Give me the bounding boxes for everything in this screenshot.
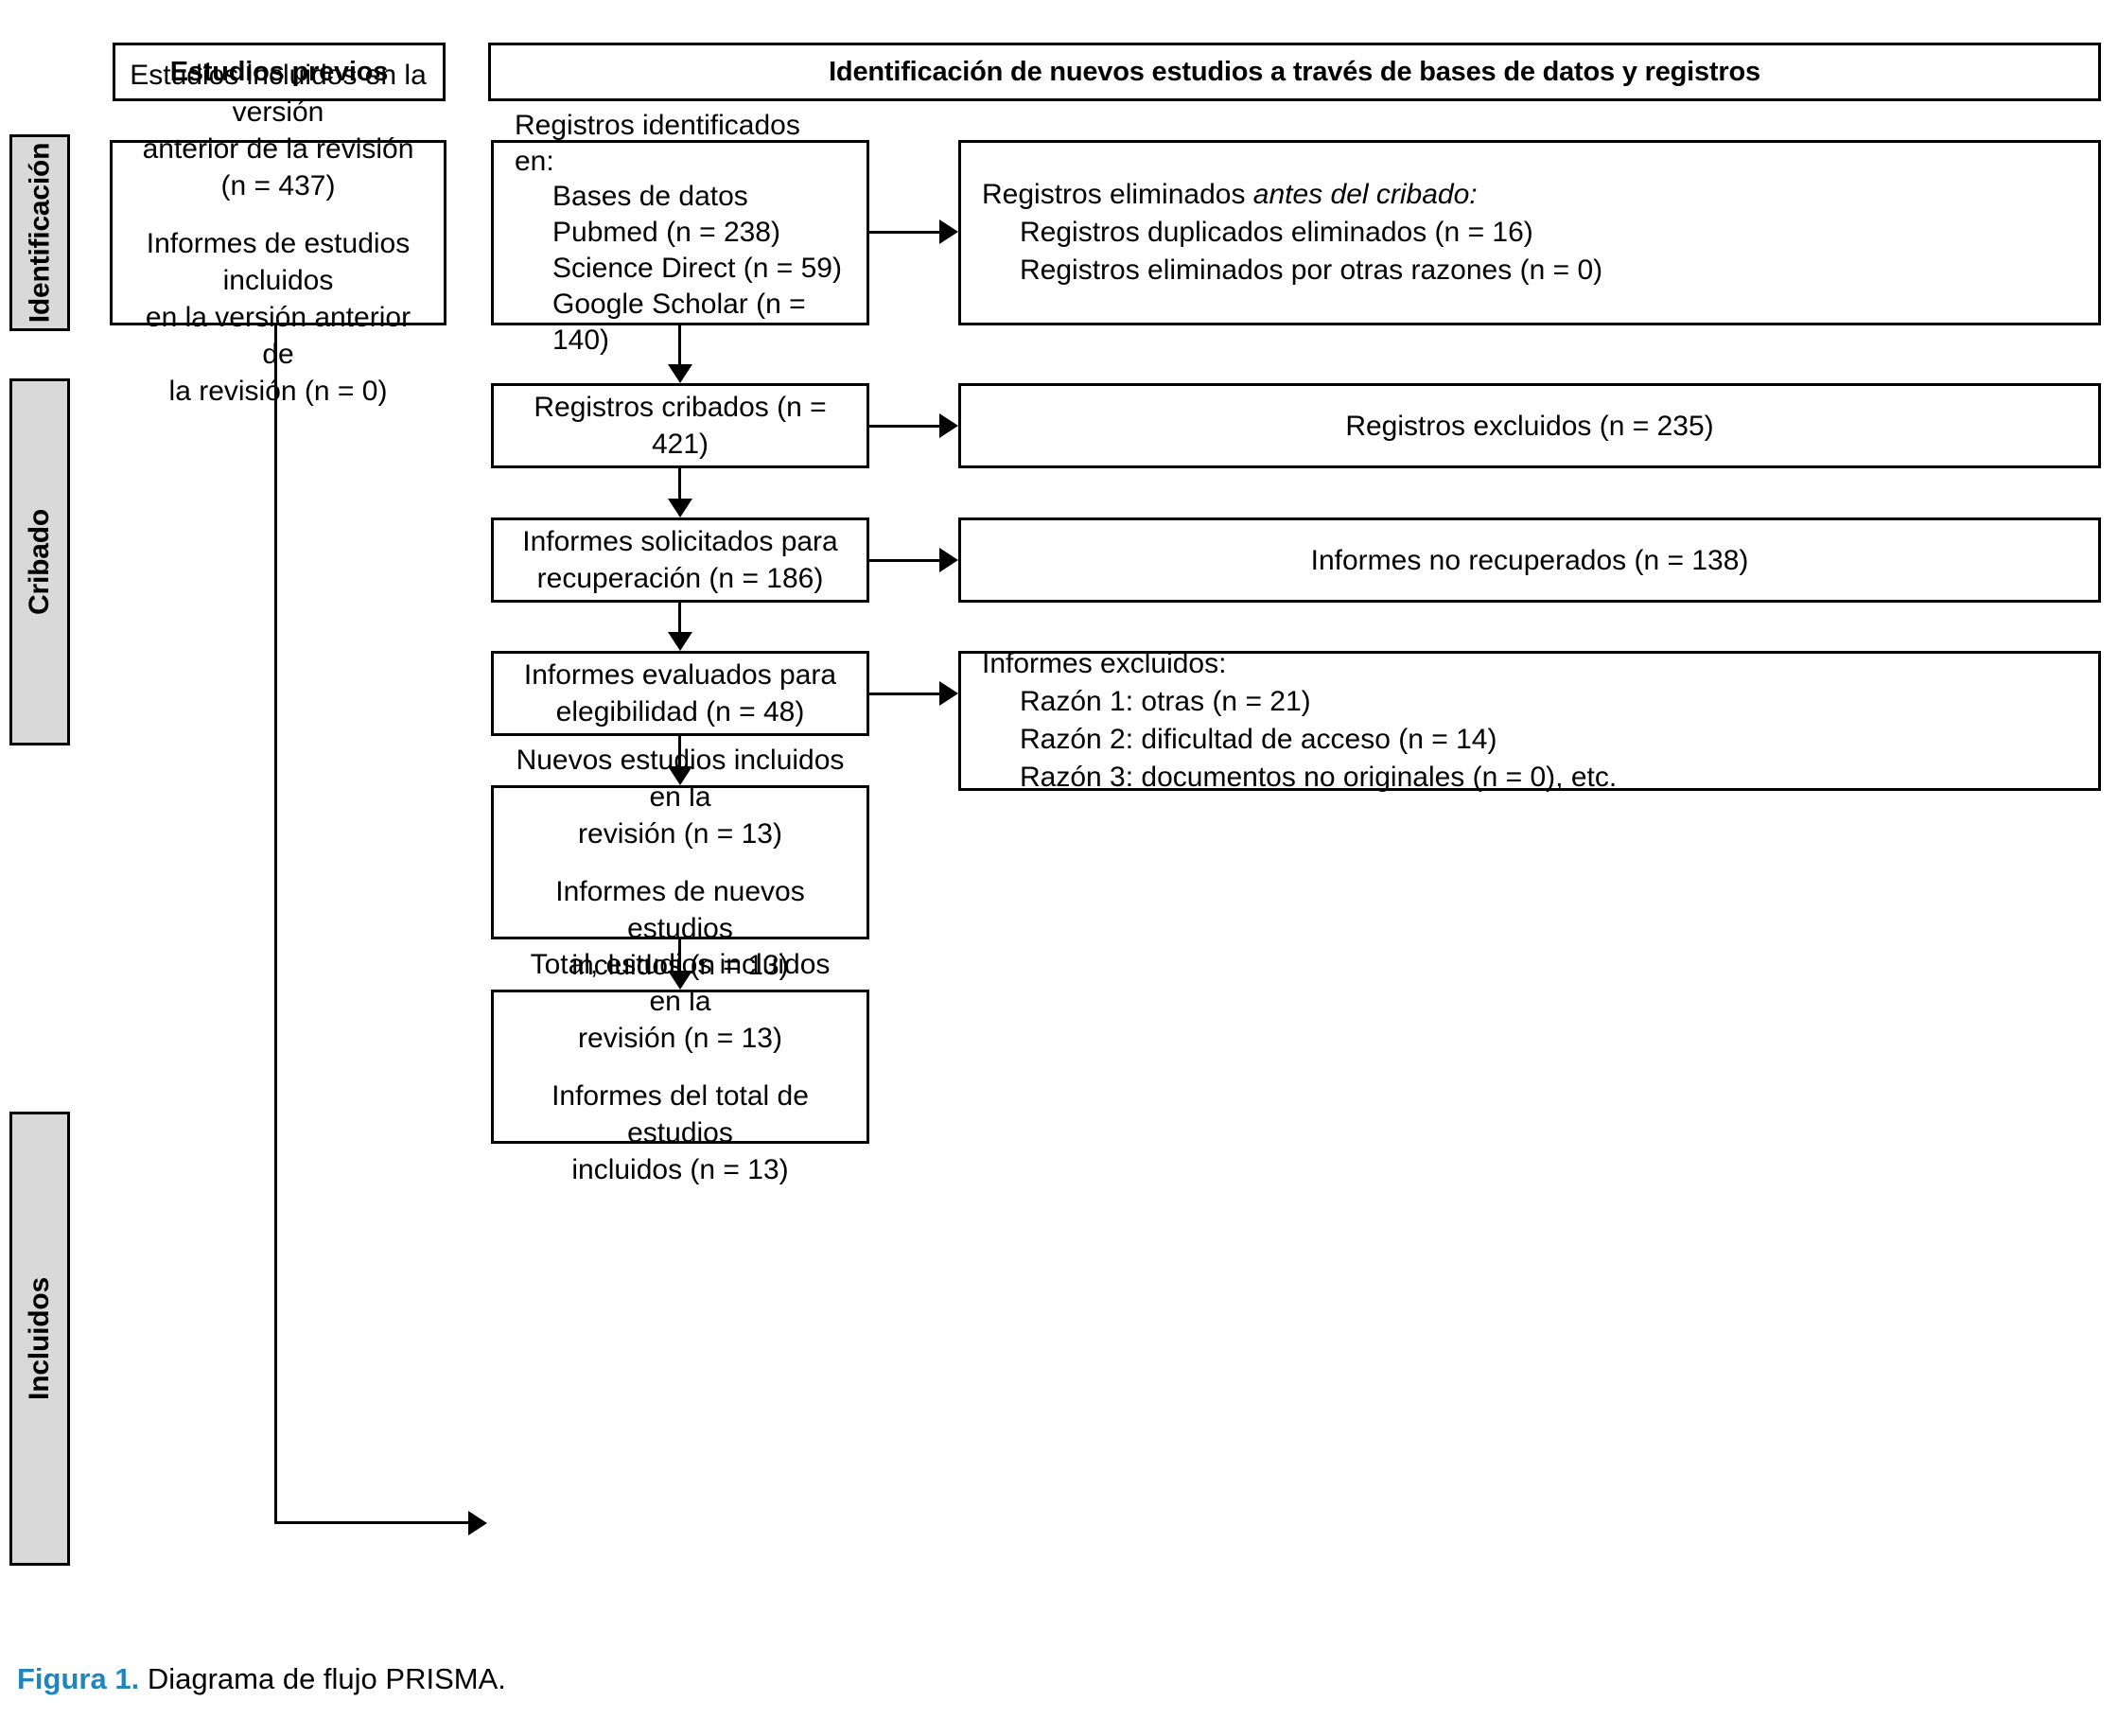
arrowhead-sought-to-assessed: [668, 632, 692, 651]
records-removed-item-2: Registros eliminados por otras razones (…: [1020, 254, 1603, 287]
box-records-excluded: Registros excluidos (n = 235): [958, 383, 2101, 468]
stage-label-identificacion: Identificación: [24, 142, 55, 324]
reports-excluded-item-1: Razón 1: otras (n = 21): [1020, 685, 1311, 717]
connector-sought-to-not-retrieved: [869, 559, 939, 562]
connector-assessed-to-reports-excluded: [869, 693, 939, 695]
stage-bar-identificacion: Identificación: [9, 134, 70, 331]
connector-previous-to-total-horizontal: [274, 1521, 468, 1524]
stage-label-incluidos: Incluidos: [24, 1277, 55, 1400]
box-reports-sought: Informes solicitados para recuperación (…: [491, 517, 869, 603]
connector-sought-to-assessed: [678, 603, 681, 632]
box-new-studies-included: Nuevos estudios incluidos en la revisión…: [491, 745, 869, 981]
box-reports-excluded: Informes excluidos: Razón 1: otras (n = …: [958, 647, 2101, 793]
arrowhead-sought-to-not-retrieved: [939, 548, 958, 572]
records-screened-label: Registros cribados (n = 421): [534, 392, 827, 460]
arrowhead-new-studies-to-total: [668, 971, 692, 990]
arrowhead-identified-to-removed: [939, 219, 958, 244]
box-records-identified: Registros identificados en: Bases de dat…: [491, 110, 869, 356]
header-new-studies: Identificación de nuevos estudios a trav…: [488, 43, 2101, 101]
stage-bar-cribado: Cribado: [9, 378, 70, 745]
box-reports-not-retrieved: Informes no recuperados (n = 138): [958, 517, 2101, 603]
header-previous-studies: Estudios previos: [113, 43, 446, 101]
box-records-screened: Registros cribados (n = 421): [491, 383, 869, 468]
previous-included-block-1: Estudios incluidos en la versión anterio…: [130, 59, 427, 202]
box-reports-assessed: Informes evaluados para elegibilidad (n …: [491, 651, 869, 736]
figure-caption-text: Diagrama de flujo PRISMA.: [147, 1662, 506, 1695]
stage-bar-incluidos: Incluidos: [9, 1112, 70, 1566]
records-identified-item-3: Science Direct (n = 59): [552, 252, 842, 284]
records-removed-title: Registros eliminados antes del cribado:: [982, 178, 1478, 210]
records-identified-item-4: Google Scholar (n = 140): [552, 288, 806, 356]
figure-number: Figura 1.: [17, 1662, 140, 1695]
connector-previous-to-total-vertical: [274, 325, 277, 1524]
previous-included-block-2: Informes de estudios incluidos en la ver…: [145, 227, 411, 407]
connector-identified-to-removed: [869, 231, 939, 234]
box-previous-studies-included: Estudios incluidos en la versión anterio…: [110, 60, 446, 407]
reports-not-retrieved-label: Informes no recuperados (n = 138): [1310, 544, 1749, 576]
reports-excluded-item-2: Razón 2: dificultad de acceso (n = 14): [1020, 724, 1497, 755]
connector-screened-to-sought: [678, 468, 681, 499]
arrowhead-assessed-to-new-studies: [668, 766, 692, 785]
header-previous-studies-label: Estudios previos: [169, 56, 389, 87]
arrowhead-previous-to-total: [468, 1511, 487, 1535]
arrowhead-screened-to-sought: [668, 499, 692, 517]
box-total-included: Total, estudios incluidos en la revisión…: [491, 949, 869, 1185]
connector-assessed-to-new-studies: [678, 736, 681, 766]
records-identified-title: Registros identificados en:: [515, 109, 800, 177]
records-removed-item-1: Registros duplicados eliminados (n = 16): [1020, 216, 1533, 248]
total-included-block-2: Informes del total de estudios incluidos…: [551, 1079, 809, 1185]
arrowhead-identified-to-screened: [668, 364, 692, 383]
header-new-studies-label: Identificación de nuevos estudios a trav…: [829, 56, 1760, 87]
connector-new-studies-to-total: [678, 939, 681, 971]
arrowhead-assessed-to-reports-excluded: [939, 681, 958, 706]
records-identified-item-2: Pubmed (n = 238): [552, 217, 780, 249]
reports-excluded-item-3: Razón 3: documentos no originales (n = 0…: [1020, 762, 1618, 794]
stage-label-cribado: Cribado: [24, 509, 55, 615]
records-excluded-label: Registros excluidos (n = 235): [1345, 410, 1714, 442]
box-records-removed: Registros eliminados antes del cribado: …: [958, 140, 2101, 325]
connector-screened-to-excluded: [869, 425, 939, 428]
arrowhead-screened-to-excluded: [939, 413, 958, 438]
figure-caption: Figura 1. Diagrama de flujo PRISMA.: [17, 1662, 506, 1696]
connector-identified-to-screened: [678, 325, 681, 365]
reports-excluded-title: Informes excluidos:: [982, 647, 1227, 679]
records-identified-item-1: Bases de datos: [552, 181, 748, 213]
